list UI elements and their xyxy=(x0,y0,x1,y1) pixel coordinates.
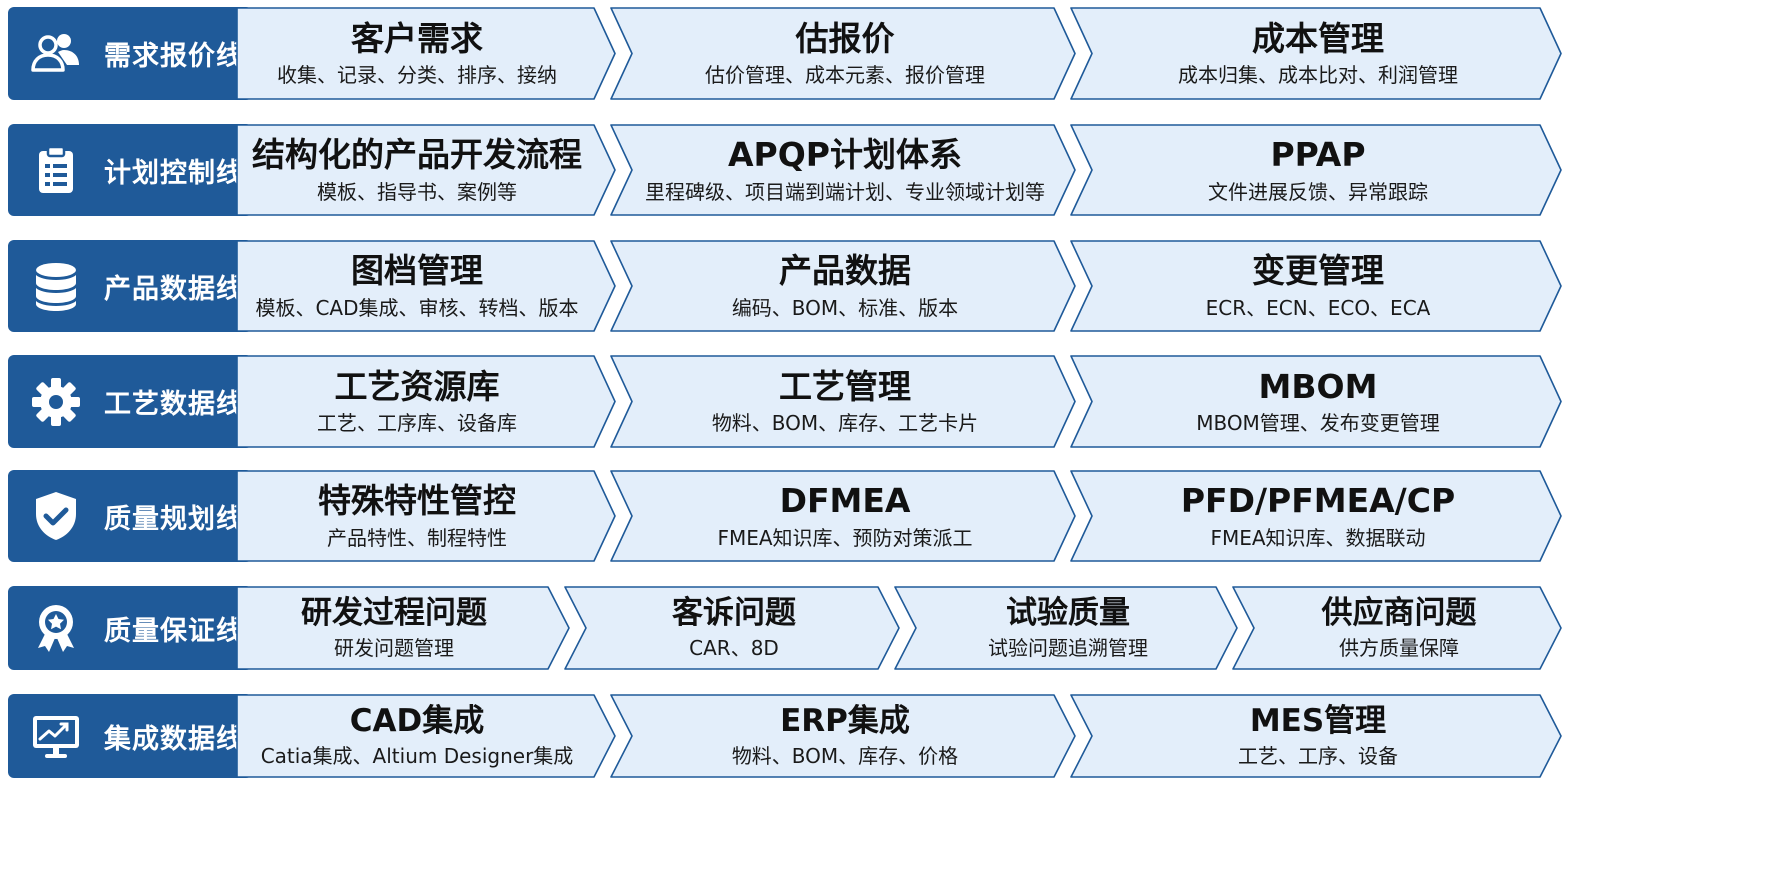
process-step: APQP计划体系里程碑级、项目端到端计划、专业领域计划等 xyxy=(610,124,1076,216)
step-subtitle: FMEA知识库、预防对策派工 xyxy=(717,525,973,550)
process-step: 图档管理模板、CAD集成、审核、转档、版本 xyxy=(236,240,616,332)
lane-title: 需求报价线 xyxy=(104,41,244,72)
step-subtitle: 模板、CAD集成、审核、转档、版本 xyxy=(255,295,579,320)
lane-label: 集成数据线 xyxy=(8,694,252,778)
process-step: 成本管理成本归集、成本比对、利润管理 xyxy=(1070,7,1562,100)
process-step: MES管理工艺、工序、设备 xyxy=(1070,694,1562,778)
lane-label: 需求报价线 xyxy=(8,7,252,100)
step-subtitle: 产品特性、制程特性 xyxy=(327,525,507,550)
step-subtitle: FMEA知识库、数据联动 xyxy=(1210,525,1426,550)
lane-row: 质量保证线 研发过程问题研发问题管理 客诉问题 CAR、8D 试验质量试验问题追溯… xyxy=(0,586,1774,670)
lane-label: 计划控制线 xyxy=(8,124,252,216)
shield-check-icon xyxy=(26,486,86,546)
step-subtitle: 物料、BOM、库存、价格 xyxy=(731,743,959,768)
process-step: 工艺资源库工艺、工序库、设备库 xyxy=(236,355,616,448)
step-subtitle: ECR、ECN、ECO、ECA xyxy=(1205,295,1431,320)
step-subtitle: 工艺、工序、设备 xyxy=(1238,743,1398,768)
award-ribbon-icon xyxy=(26,598,86,658)
step-title: 试验质量 xyxy=(1006,595,1130,632)
process-step: 供应商问题供方质量保障 xyxy=(1232,586,1562,670)
lane-title: 质量保证线 xyxy=(104,615,244,647)
process-step: 产品数据编码、BOM、标准、版本 xyxy=(610,240,1076,332)
step-title: PFD/PFMEA/CP xyxy=(1180,481,1456,521)
step-title: MBOM xyxy=(1258,366,1378,406)
process-step: PFD/PFMEA/CP FMEA知识库、数据联动 xyxy=(1070,470,1562,562)
step-subtitle: 估价管理、成本元素、报价管理 xyxy=(705,63,985,88)
process-step: 变更管理 ECR、ECN、ECO、ECA xyxy=(1070,240,1562,332)
step-subtitle: 工艺、工序库、设备库 xyxy=(317,411,517,436)
process-step: 结构化的产品开发流程模板、指导书、案例等 xyxy=(236,124,616,216)
process-step: 客诉问题 CAR、8D xyxy=(564,586,900,670)
step-subtitle: 文件进展反馈、异常跟踪 xyxy=(1208,179,1428,204)
lane-label: 产品数据线 xyxy=(8,240,252,332)
lane-title: 质量规划线 xyxy=(104,503,244,535)
step-subtitle: 研发问题管理 xyxy=(334,635,454,660)
lane-title: 计划控制线 xyxy=(104,157,244,189)
lane-row: 需求报价线 客户需求收集、记录、分类、排序、接纳 估报价估价管理、成本元素、报价… xyxy=(0,7,1774,100)
step-title: 客户需求 xyxy=(351,18,483,58)
process-step: DFMEA FMEA知识库、预防对策派工 xyxy=(610,470,1076,562)
process-step: 工艺管理物料、BOM、库存、工艺卡片 xyxy=(610,355,1076,448)
step-subtitle: 物料、BOM、库存、工艺卡片 xyxy=(711,411,979,436)
step-title: 特殊特性管控 xyxy=(318,481,516,521)
step-title: 工艺管理 xyxy=(779,366,911,406)
step-title: 估报价 xyxy=(795,18,895,58)
step-title: 图档管理 xyxy=(351,251,483,291)
step-subtitle: 模板、指导书、案例等 xyxy=(317,179,517,204)
step-subtitle: 收集、记录、分类、排序、接纳 xyxy=(277,63,557,88)
step-title: 产品数据 xyxy=(779,251,911,291)
process-step: CAD集成 Catia集成、Altium Designer集成 xyxy=(236,694,616,778)
process-step: 估报价估价管理、成本元素、报价管理 xyxy=(610,7,1076,100)
step-subtitle: CAR、8D xyxy=(689,635,779,660)
step-title: 工艺资源库 xyxy=(334,366,500,406)
process-step: 客户需求收集、记录、分类、排序、接纳 xyxy=(236,7,616,100)
step-title: ERP集成 xyxy=(780,703,910,740)
lane-title: 集成数据线 xyxy=(104,723,244,755)
lane-label: 工艺数据线 xyxy=(8,355,252,448)
lane-label: 质量保证线 xyxy=(8,586,252,670)
lane-row: 计划控制线 结构化的产品开发流程模板、指导书、案例等 APQP计划体系里程碑级、… xyxy=(0,124,1774,216)
step-title: 结构化的产品开发流程 xyxy=(252,135,582,175)
lane-row: 集成数据线 CAD集成 Catia集成、Altium Designer集成 ERP… xyxy=(0,694,1774,778)
lane-title: 工艺数据线 xyxy=(104,389,244,420)
users-icon xyxy=(26,24,86,84)
lane-title: 产品数据线 xyxy=(104,273,244,305)
step-title: 供应商问题 xyxy=(1321,595,1477,632)
step-title: CAD集成 xyxy=(349,703,485,740)
gear-icon xyxy=(26,372,86,432)
process-step: 试验质量试验问题追溯管理 xyxy=(894,586,1238,670)
step-title: 客诉问题 xyxy=(672,595,796,632)
process-step: 研发过程问题研发问题管理 xyxy=(236,586,570,670)
process-step: PPAP 文件进展反馈、异常跟踪 xyxy=(1070,124,1562,216)
step-title: APQP计划体系 xyxy=(728,135,962,175)
step-title: PPAP xyxy=(1270,135,1366,175)
process-step: 特殊特性管控产品特性、制程特性 xyxy=(236,470,616,562)
process-step: MBOM MBOM管理、发布变更管理 xyxy=(1070,355,1562,448)
step-title: 变更管理 xyxy=(1252,251,1384,291)
database-icon xyxy=(26,256,86,316)
lane-row: 工艺数据线 工艺资源库工艺、工序库、设备库 工艺管理物料、BOM、库存、工艺卡片… xyxy=(0,355,1774,448)
step-subtitle: Catia集成、Altium Designer集成 xyxy=(260,743,574,768)
step-title: 研发过程问题 xyxy=(301,595,487,632)
process-step: ERP集成物料、BOM、库存、价格 xyxy=(610,694,1076,778)
clipboard-icon xyxy=(26,140,86,200)
step-subtitle: MBOM管理、发布变更管理 xyxy=(1196,411,1440,436)
lane-label: 质量规划线 xyxy=(8,470,252,562)
step-subtitle: 成本归集、成本比对、利润管理 xyxy=(1178,63,1458,88)
step-subtitle: 试验问题追溯管理 xyxy=(988,635,1148,660)
lane-row: 产品数据线 图档管理模板、CAD集成、审核、转档、版本 产品数据编码、BOM、标… xyxy=(0,240,1774,332)
step-subtitle: 供方质量保障 xyxy=(1339,635,1459,660)
step-title: 成本管理 xyxy=(1252,18,1384,58)
lane-row: 质量规划线 特殊特性管控产品特性、制程特性 DFMEA FMEA知识库、预防对策派… xyxy=(0,470,1774,562)
step-title: MES管理 xyxy=(1249,703,1387,740)
step-title: DFMEA xyxy=(779,481,911,521)
step-subtitle: 编码、BOM、标准、版本 xyxy=(731,295,959,320)
step-subtitle: 里程碑级、项目端到端计划、专业领域计划等 xyxy=(645,179,1045,204)
monitor-chart-icon xyxy=(26,706,86,766)
